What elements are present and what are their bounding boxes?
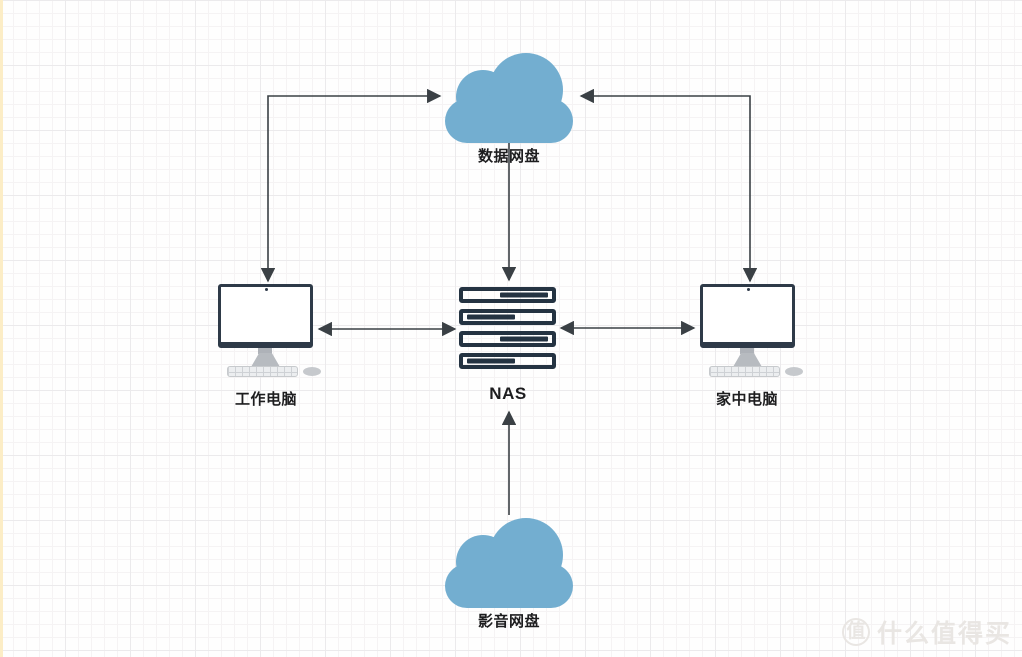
nas-tray-slot xyxy=(467,358,515,364)
monitor-neck xyxy=(740,348,754,354)
smzdm-watermark: 值 什么值得买 xyxy=(841,614,1012,650)
mouse-icon xyxy=(785,367,803,376)
nas-tray-slot xyxy=(467,314,515,320)
cloud-icon xyxy=(445,53,573,143)
keyboard-icon xyxy=(227,366,298,377)
node-media-cloud: 影音网盘 xyxy=(443,517,575,630)
nas-tray xyxy=(459,309,556,325)
monitor-neck xyxy=(258,348,272,354)
camera-dot-icon xyxy=(746,288,750,291)
nas-tray-slot xyxy=(500,292,548,298)
nas-tray xyxy=(459,353,556,369)
monitor-icon xyxy=(218,284,313,348)
nas-label: NAS xyxy=(489,384,527,403)
cloud-icon xyxy=(445,518,573,608)
work-computer-label: 工作电脑 xyxy=(234,391,298,408)
smzdm-badge-icon: 值 xyxy=(841,618,870,646)
nas-tray-slot xyxy=(500,336,548,342)
node-data-cloud: 数据网盘 xyxy=(443,52,575,165)
edge-homepc-datacloud xyxy=(579,88,758,283)
mouse-icon xyxy=(303,367,321,376)
monitor-icon xyxy=(700,284,795,348)
edge-workpc-datacloud xyxy=(260,88,442,283)
camera-dot-icon xyxy=(264,288,268,291)
keyboard-icon xyxy=(709,366,780,377)
nas-tray xyxy=(459,331,556,347)
media-cloud-label: 影音网盘 xyxy=(477,613,541,630)
monitor-stand xyxy=(251,353,280,367)
data-cloud-label: 数据网盘 xyxy=(477,148,541,165)
smzdm-watermark-text: 什么值得买 xyxy=(876,620,1012,648)
node-nas: NAS xyxy=(459,287,556,403)
page-edge-stripe xyxy=(0,0,3,657)
home-computer-label: 家中电脑 xyxy=(715,391,779,408)
monitor-stand xyxy=(733,353,762,367)
nas-tray xyxy=(459,287,556,303)
